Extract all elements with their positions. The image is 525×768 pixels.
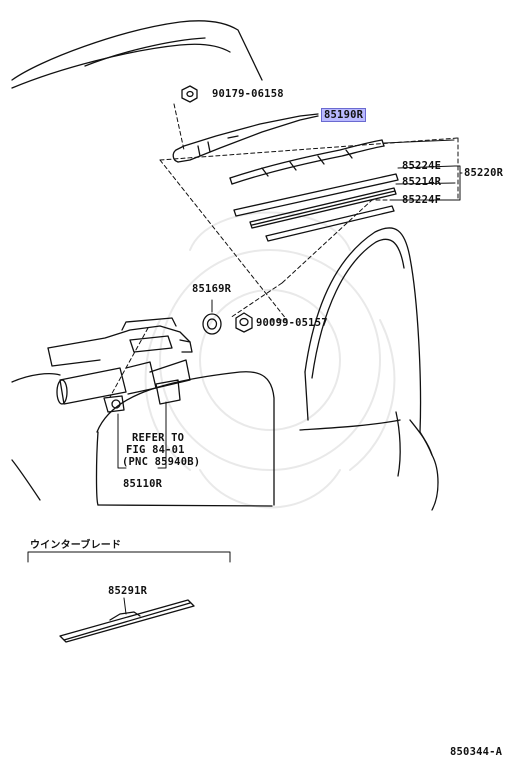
label-85169r[interactable]: 85169R — [192, 283, 232, 295]
label-85190r[interactable]: 85190R — [321, 108, 367, 122]
label-85214r[interactable]: 85214R — [402, 176, 442, 188]
winter-blade-icon — [59, 597, 195, 643]
wiper-arm-icon — [172, 113, 319, 163]
refer-line-1: REFER TO — [132, 432, 185, 444]
blade-strip-85224e-icon — [233, 173, 399, 217]
winter-blade-bracket — [27, 551, 231, 563]
label-85220r[interactable]: 85220R — [464, 167, 504, 179]
wiper-blade-icon — [229, 139, 385, 185]
motor-callout-lines — [117, 401, 167, 469]
vehicle-body-outline — [11, 227, 439, 511]
label-90179-06158[interactable]: 90179-06158 — [212, 88, 284, 100]
label-85224f[interactable]: 85224F — [402, 194, 442, 206]
blade-callout-bracket — [383, 139, 463, 201]
blade-strip-85224f-icon — [265, 205, 395, 242]
vehicle-roof-outline — [11, 20, 263, 89]
nut-90179-icon — [181, 85, 198, 103]
label-90099-05157[interactable]: 90099-05157 — [256, 317, 328, 329]
label-85110r[interactable]: 85110R — [123, 478, 163, 490]
nut-90099-icon — [235, 312, 253, 333]
figure-number: 850344-A — [450, 746, 503, 758]
label-85224e[interactable]: 85224E — [402, 160, 442, 172]
grommet-85169r-icon — [202, 299, 222, 335]
refer-line-3[interactable]: (PNC 85940B) — [122, 456, 201, 468]
wiper-motor-icon — [47, 317, 193, 413]
watermark-emblem — [144, 211, 396, 509]
blade-rubber-85214r-icon — [249, 187, 397, 229]
winter-blade-heading: ウインターブレード — [30, 540, 122, 551]
label-85291r[interactable]: 85291R — [108, 585, 148, 597]
refer-line-2[interactable]: FIG 84-01 — [126, 444, 185, 456]
